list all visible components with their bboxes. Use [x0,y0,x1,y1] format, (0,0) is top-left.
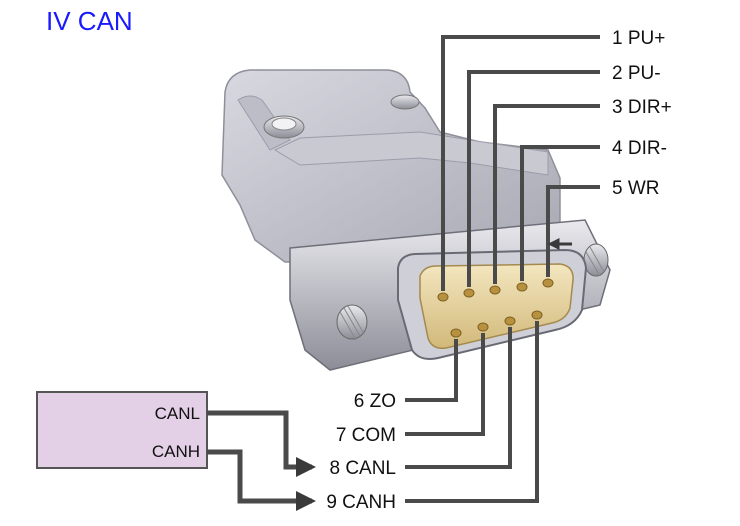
pin-7-contact [477,322,489,332]
pin-4-wire [520,145,600,281]
pin-2-contact [463,288,475,298]
pin-6-label: 6 ZO [354,391,396,412]
pin-8-wire [405,327,512,469]
diagram-title: IV CAN [46,6,133,36]
pin-1-wire [441,35,600,291]
device-label-canl: CANL [155,404,200,423]
pin-9-wire [405,321,539,503]
can-device-rect [36,391,208,469]
pin-labels: 1 PU+ 2 PU- 3 DIR+ 4 DIR- 5 WR 6 ZO 7 COM 8 CAN… [326,28,671,513]
device-label-canh: CANH [152,442,200,461]
pin-insert [419,263,574,350]
hood-ridge [273,131,549,176]
can-device-box: CANL CANH [36,391,316,511]
right-screw [583,243,609,277]
canh-link-wire [207,449,316,511]
pin-8-label: 8 CANL [329,458,396,479]
rear-screw [390,94,420,110]
pin-contacts [437,278,554,338]
pin-1-contact [437,292,449,302]
pin-2-wire [467,70,600,287]
pin-9-contact [531,310,543,320]
top-screw [263,115,305,139]
pin-4-contact [516,282,528,292]
connector-body [221,69,611,371]
pin-6-wire [405,339,458,402]
pin-4-label: 4 DIR- [612,138,667,159]
pin-5-label: 5 WR [612,178,660,199]
pin-3-wire [493,104,600,284]
pin-3-label: 3 DIR+ [612,97,672,118]
pin-3-contact [489,285,501,295]
pin-7-wire [405,333,485,436]
pin-1-label: 1 PU+ [612,28,665,49]
canl-link-wire [207,410,316,477]
pin-2-label: 2 PU- [612,63,661,84]
pin-7-label: 7 COM [336,425,396,446]
pin-5-contact [542,278,554,288]
pin-6-contact [450,328,462,338]
left-screw [336,304,368,341]
pin-9-label: 9 CANH [326,492,396,513]
pin-8-contact [504,316,516,326]
